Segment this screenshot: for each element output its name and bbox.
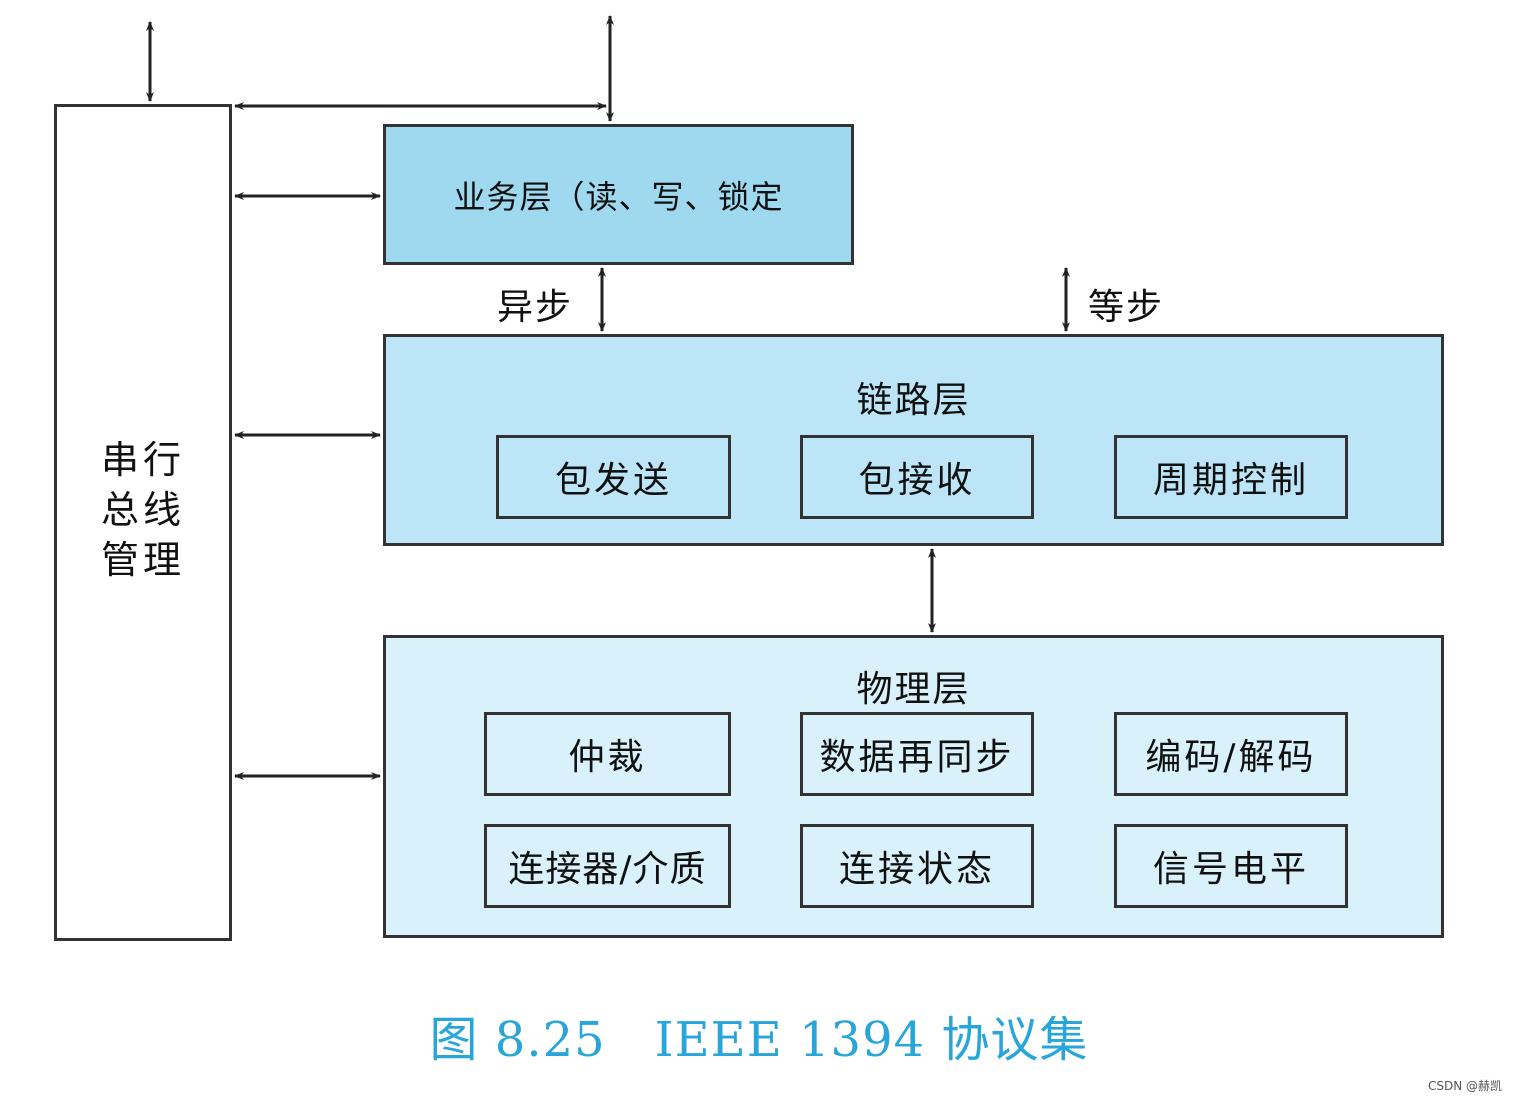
physical-layer-title: 物理层 [856, 669, 971, 710]
cycle-control-label: 周期控制 [1152, 460, 1309, 501]
packet-receive-label: 包接收 [858, 460, 976, 501]
serial-label-line-1: 串行 [100, 438, 185, 482]
figure-caption: 图 8.25 IEEE 1394 协议集 [429, 1012, 1089, 1068]
transaction-layer-label: 业务层（读、写、锁定 [453, 177, 784, 216]
link-layer-box: 链路层 [383, 334, 1444, 546]
serial-bus-management-label: 串行 总线 管理 [54, 435, 232, 585]
connection-state-label: 连接状态 [838, 849, 995, 890]
packet-receive-box: 包接收 [800, 435, 1034, 519]
async-label: 异步 [497, 287, 574, 328]
data-resync-box: 数据再同步 [800, 712, 1034, 796]
watermark: CSDN @赫凯 [1427, 1079, 1502, 1093]
isochronous-label: 等步 [1088, 287, 1165, 328]
serial-label-line-2: 总线 [100, 488, 185, 532]
encode-decode-label: 编码/解码 [1145, 737, 1317, 778]
connector-media-box: 连接器/介质 [484, 824, 731, 908]
physical-layer-box: 物理层 [383, 635, 1444, 938]
transaction-layer-box: 业务层（读、写、锁定 [383, 124, 854, 265]
cycle-control-box: 周期控制 [1114, 435, 1348, 519]
data-resync-label: 数据再同步 [819, 737, 1015, 778]
signal-level-label: 信号电平 [1152, 849, 1309, 890]
signal-level-box: 信号电平 [1114, 824, 1348, 908]
arbitration-label: 仲裁 [568, 737, 647, 778]
serial-bus-management-box [54, 104, 232, 941]
serial-label-line-3: 管理 [100, 538, 185, 582]
packet-send-label: 包发送 [554, 460, 672, 501]
link-layer-title: 链路层 [856, 380, 971, 421]
arbitration-box: 仲裁 [484, 712, 731, 796]
connector-media-label: 连接器/介质 [508, 849, 707, 890]
packet-send-box: 包发送 [496, 435, 731, 519]
connection-state-box: 连接状态 [800, 824, 1034, 908]
encode-decode-box: 编码/解码 [1114, 712, 1348, 796]
